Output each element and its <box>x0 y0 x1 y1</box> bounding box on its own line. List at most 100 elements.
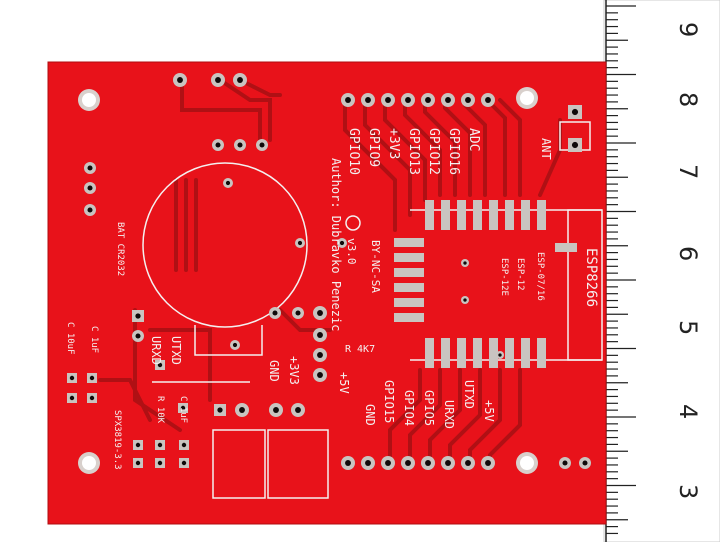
label-gnd-bottom: GND <box>363 404 377 426</box>
component-pad-hole <box>317 332 323 338</box>
smd-pad-hole <box>69 395 75 401</box>
module-pad-top <box>521 200 530 230</box>
label-module-variant-2: ESP-12 <box>515 258 525 291</box>
label-regulator: SPX3819-3.3 <box>112 410 122 470</box>
ruler-ticks <box>606 5 636 535</box>
smd-pad-hole <box>181 460 187 466</box>
ruler-number-4: 4 <box>674 404 702 419</box>
power-pad-hole <box>239 407 245 413</box>
label-gpio13: GPIO13 <box>406 128 421 175</box>
component-pad-hole <box>272 310 278 316</box>
label-antenna: ANT <box>539 138 553 160</box>
smd-pad-hole <box>157 362 163 368</box>
label-gpio9: GPIO9 <box>366 128 381 167</box>
label-license: BY-NC-SA <box>369 240 382 293</box>
header-top-pad-hole <box>465 97 471 103</box>
silkscreen-text: GPIO10 GPIO9 +3V3 GPIO13 GPIO12 GPIO16 A… <box>65 128 599 470</box>
smd-pad-hole <box>157 460 163 466</box>
module-side-pad <box>394 313 424 322</box>
module-pad-bottom <box>489 338 498 368</box>
ruler-number-5: 5 <box>674 320 702 335</box>
smd-pad-hole <box>181 442 187 448</box>
battery-contact-hole <box>297 240 303 246</box>
smd-pad-hole <box>135 313 141 319</box>
left-pad-hole <box>87 207 93 213</box>
module-pad-bottom <box>521 338 530 368</box>
ruler-numbers: 9 8 7 6 5 4 3 <box>674 22 702 499</box>
label-cap-1uf-b: C 1uF <box>178 396 188 423</box>
header-top-pad-hole <box>365 97 371 103</box>
smd-pad-hole <box>157 442 163 448</box>
module-pad-bottom <box>441 338 450 368</box>
header-top-pad-hole <box>445 97 451 103</box>
module-pad-bottom <box>505 338 514 368</box>
corner-pad-hole <box>582 460 588 466</box>
header-bottom-pad-hole <box>485 460 491 466</box>
cc-logo-icon <box>345 215 361 231</box>
ruler-number-9: 9 <box>674 22 702 37</box>
label-gpio10: GPIO10 <box>346 128 361 175</box>
smd-pad-hole <box>135 333 141 339</box>
left-pad-hole <box>87 165 93 171</box>
ruler-number-8: 8 <box>674 92 702 107</box>
battery-holder-outline <box>142 162 308 356</box>
smd-pad-hole <box>89 395 95 401</box>
via-hole <box>339 240 345 246</box>
component-pad-hole <box>295 310 301 316</box>
module-side-pad <box>394 253 424 262</box>
header-top-pad-hole <box>425 97 431 103</box>
label-resistor-10k: R 10K <box>155 396 165 424</box>
ruler-number-7: 7 <box>674 164 702 179</box>
module-pad-top <box>505 200 514 230</box>
module-pad-side <box>555 243 577 252</box>
power-pad-hole <box>295 407 301 413</box>
label-gpio16: GPIO16 <box>446 128 461 175</box>
header-bottom-pad-hole <box>365 460 371 466</box>
header-top-pad-hole <box>385 97 391 103</box>
module-pad-top <box>441 200 450 230</box>
jumper-pad-hole <box>237 77 243 83</box>
smd-pad-hole <box>89 375 95 381</box>
pads <box>67 73 591 470</box>
jumper-pad-hole <box>259 142 265 148</box>
label-adc: ADC <box>466 128 481 151</box>
corner-pad-hole <box>562 460 568 466</box>
module-pad-top <box>489 200 498 230</box>
mounting-holes <box>78 87 538 474</box>
component-pad-hole <box>317 310 323 316</box>
battery-contact-hole <box>225 180 231 186</box>
jumper-pad-hole <box>237 142 243 148</box>
component-pad-hole <box>317 352 323 358</box>
label-gnd-power: GND <box>267 360 281 382</box>
label-3v3-top: +3V3 <box>386 128 401 159</box>
jumper-pad-hole <box>215 77 221 83</box>
module-pad-bottom <box>425 338 434 368</box>
ruler-number-6: 6 <box>674 246 702 261</box>
jumper-pad-hole <box>177 77 183 83</box>
header-bottom-pad-hole <box>465 460 471 466</box>
jumper-pad-hole <box>215 142 221 148</box>
esp-side-pads <box>394 238 424 322</box>
module-pad-bottom <box>457 338 466 368</box>
label-resistor-4k7: R 4K7 <box>345 344 375 355</box>
power-pad-hole <box>273 407 279 413</box>
component-pad-hole <box>317 372 323 378</box>
power-connector-outlines <box>152 381 329 499</box>
header-top-pad-hole <box>405 97 411 103</box>
module-pad-top <box>537 200 546 230</box>
smd-pad-hole <box>180 405 186 411</box>
ruler: 9 8 7 6 5 4 3 <box>603 0 720 542</box>
via-hole <box>463 298 467 302</box>
smd-pad-hole <box>135 442 141 448</box>
via-hole <box>463 261 467 265</box>
module-pad-top <box>425 200 434 230</box>
battery-contact-hole <box>232 342 238 348</box>
header-top-pad-hole <box>345 97 351 103</box>
label-version: v3.0 <box>345 238 358 265</box>
power-pad-hole <box>217 407 223 413</box>
label-urxd-bottom: URXD <box>442 400 456 429</box>
label-module-variant-1: ESP-07/16 <box>535 252 545 301</box>
module-side-pad <box>394 298 424 307</box>
label-battery: BAT CR2032 <box>115 222 125 276</box>
